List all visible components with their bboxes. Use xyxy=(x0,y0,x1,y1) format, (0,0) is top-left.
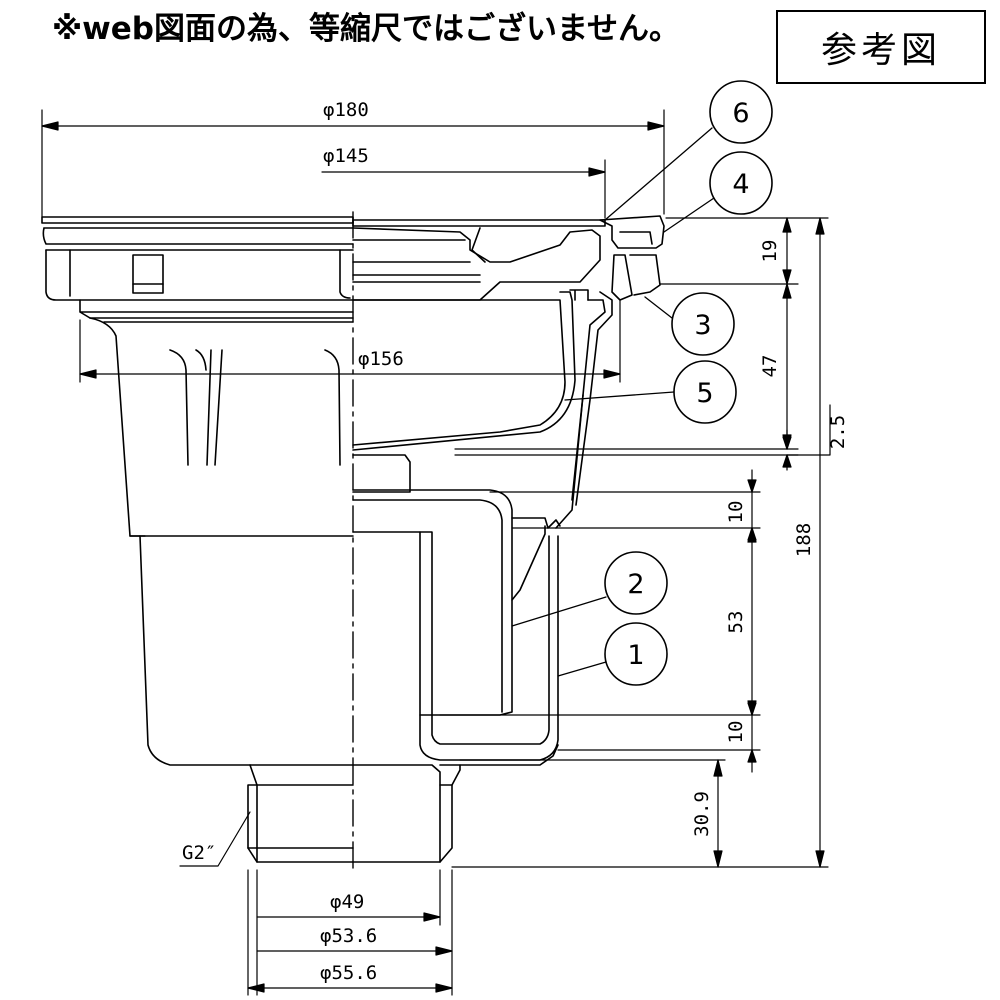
balloon-3: 3 xyxy=(694,310,711,341)
balloon-5: 5 xyxy=(696,378,713,409)
dim-height-10-bottom: 10 xyxy=(725,721,747,744)
balloon-1-circle xyxy=(604,622,668,686)
left-external-view xyxy=(41,216,354,863)
dim-height-188: 188 xyxy=(793,523,815,557)
dim-phi-180: φ180 xyxy=(323,99,369,121)
dim-height-30-9: 30.9 xyxy=(691,791,713,837)
dimension-lines xyxy=(41,109,831,996)
web-drawing-notice: ※web図面の為、等縮尺ではございません。 xyxy=(52,11,681,47)
dim-phi-55-6: φ55.6 xyxy=(320,962,377,984)
dim-height-19: 19 xyxy=(759,240,781,263)
reference-drawing-label: 参考図 xyxy=(776,10,986,84)
dim-thread-g2: G2″ xyxy=(182,842,216,864)
dim-height-53: 53 xyxy=(725,611,747,634)
balloon-leaders xyxy=(511,127,715,677)
balloon-4: 4 xyxy=(732,169,749,200)
balloon-1: 1 xyxy=(627,640,644,671)
right-section-view xyxy=(352,215,665,863)
balloon-6-circle xyxy=(709,80,773,144)
balloon-2-circle xyxy=(604,551,668,615)
balloon-circles xyxy=(604,80,773,686)
dim-phi-53-6: φ53.6 xyxy=(320,925,377,947)
dim-phi-156: φ156 xyxy=(358,348,404,370)
balloon-3-circle xyxy=(671,292,735,356)
dim-phi-145: φ145 xyxy=(323,145,369,167)
balloon-5-circle xyxy=(673,360,737,424)
dim-height-2-5: 2.5 xyxy=(827,415,849,449)
balloon-4-circle xyxy=(709,151,773,215)
dim-height-47: 47 xyxy=(759,355,781,378)
balloon-2: 2 xyxy=(627,569,644,600)
dim-height-10-top: 10 xyxy=(725,501,747,524)
balloon-6: 6 xyxy=(732,98,749,129)
dim-phi-49: φ49 xyxy=(330,891,364,913)
